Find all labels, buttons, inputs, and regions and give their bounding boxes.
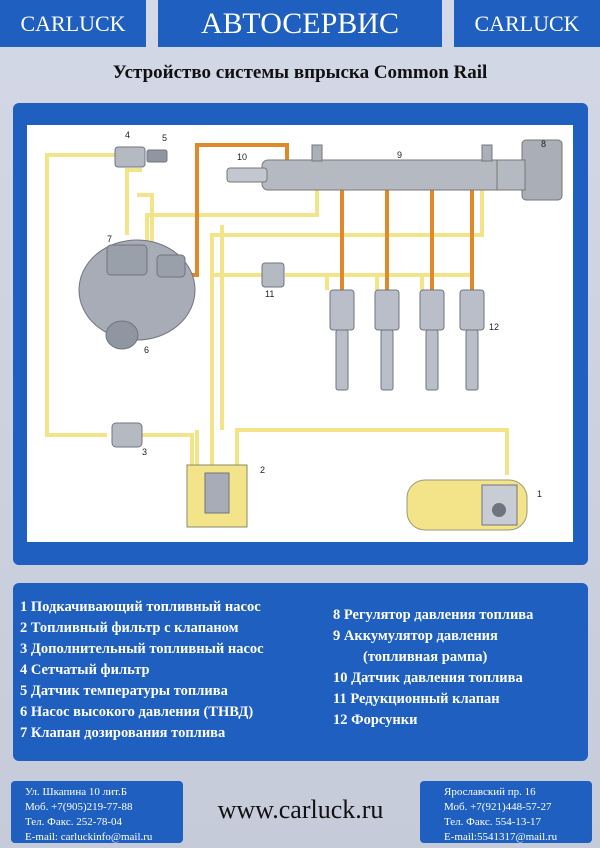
callout-9: 9: [397, 150, 402, 160]
callout-12: 12: [489, 322, 499, 332]
reducing-valve: [261, 262, 285, 288]
legend-left: 1 Подкачивающий топливный насос 2 Топлив…: [20, 597, 264, 744]
callout-11: 11: [265, 289, 274, 299]
common-rail-diagram: 4 5 7 6 3 2 1 10 9 8 11 12: [45, 130, 563, 531]
callout-1: 1: [537, 489, 542, 499]
callout-2: 2: [260, 465, 265, 475]
low-pressure-lines: [45, 153, 509, 475]
fuel-tank: [406, 479, 528, 531]
brand-left: CARLUCK: [0, 0, 146, 47]
callout-4: 4: [125, 130, 130, 140]
callout-5: 5: [162, 133, 167, 143]
legend-item: 1 Подкачивающий топливный насос: [20, 599, 261, 615]
legend-item: 4 Сетчатый фильтр: [20, 662, 150, 678]
email: E-mail: carluckinfo@mail.ru: [25, 831, 153, 843]
injectors: [329, 289, 485, 391]
additional-pump: [111, 422, 143, 448]
page-title: Устройство системы впрыска Common Rail: [112, 62, 488, 83]
fuel-rail: [226, 139, 563, 201]
callout-8: 8: [541, 139, 546, 149]
address-line: Ярославский пр. 16: [444, 786, 536, 798]
legend-item: 11 Редукционный клапан: [333, 691, 500, 707]
brand-right: CARLUCK: [454, 0, 600, 47]
callout-6: 6: [144, 345, 149, 355]
legend-item: 9 Аккумулятор давления: [333, 628, 498, 644]
legend-item: 3 Дополнительный топливный насос: [20, 641, 264, 657]
address-right: Ярославский пр. 16 Моб. +7(921)448-57-27…: [420, 781, 592, 843]
phone-mobile: Моб. +7(905)219-77-88: [25, 801, 133, 813]
callout-7: 7: [107, 234, 112, 244]
email: E-mail:5541317@mail.ru: [444, 831, 558, 843]
diagram-canvas: 4 5 7 6 3 2 1 10 9 8 11 12: [27, 125, 573, 542]
phone-fax: Тел. Факс. 554-13-17: [444, 816, 542, 828]
legend-item: 5 Датчик температуры топлива: [20, 683, 228, 699]
service-title: АВТОСЕРВИС: [158, 0, 442, 47]
legend-item: 12 Форсунки: [333, 712, 418, 728]
address-line: Ул. Шкапина 10 лит.Б: [25, 786, 128, 798]
legend-panel: [13, 583, 588, 761]
legend-item: 2 Топливный фильтр с клапаном: [20, 620, 239, 636]
fuel-filter: [186, 464, 248, 528]
callout-10: 10: [237, 152, 247, 162]
callout-3: 3: [142, 447, 147, 457]
website-link[interactable]: www.carluck.ru: [217, 795, 384, 824]
legend-item: 8 Регулятор давления топлива: [333, 607, 534, 623]
phone-mobile: Моб. +7(921)448-57-27: [444, 801, 552, 813]
legend-item: 10 Датчик давления топлива: [333, 670, 523, 686]
mesh-filter: [114, 146, 168, 168]
phone-fax: Тел. Факс. 252-78-04: [25, 816, 123, 828]
legend-item: (топливная рампа): [363, 649, 488, 665]
high-pressure-pump: [78, 239, 196, 350]
legend-item: 6 Насос высокого давления (ТНВД): [20, 704, 254, 720]
legend-item: 7 Клапан дозирования топлива: [20, 725, 226, 741]
address-left: Ул. Шкапина 10 лит.Б Моб. +7(905)219-77-…: [11, 781, 183, 843]
legend-right: 8 Регулятор давления топлива 9 Аккумулят…: [333, 605, 533, 731]
